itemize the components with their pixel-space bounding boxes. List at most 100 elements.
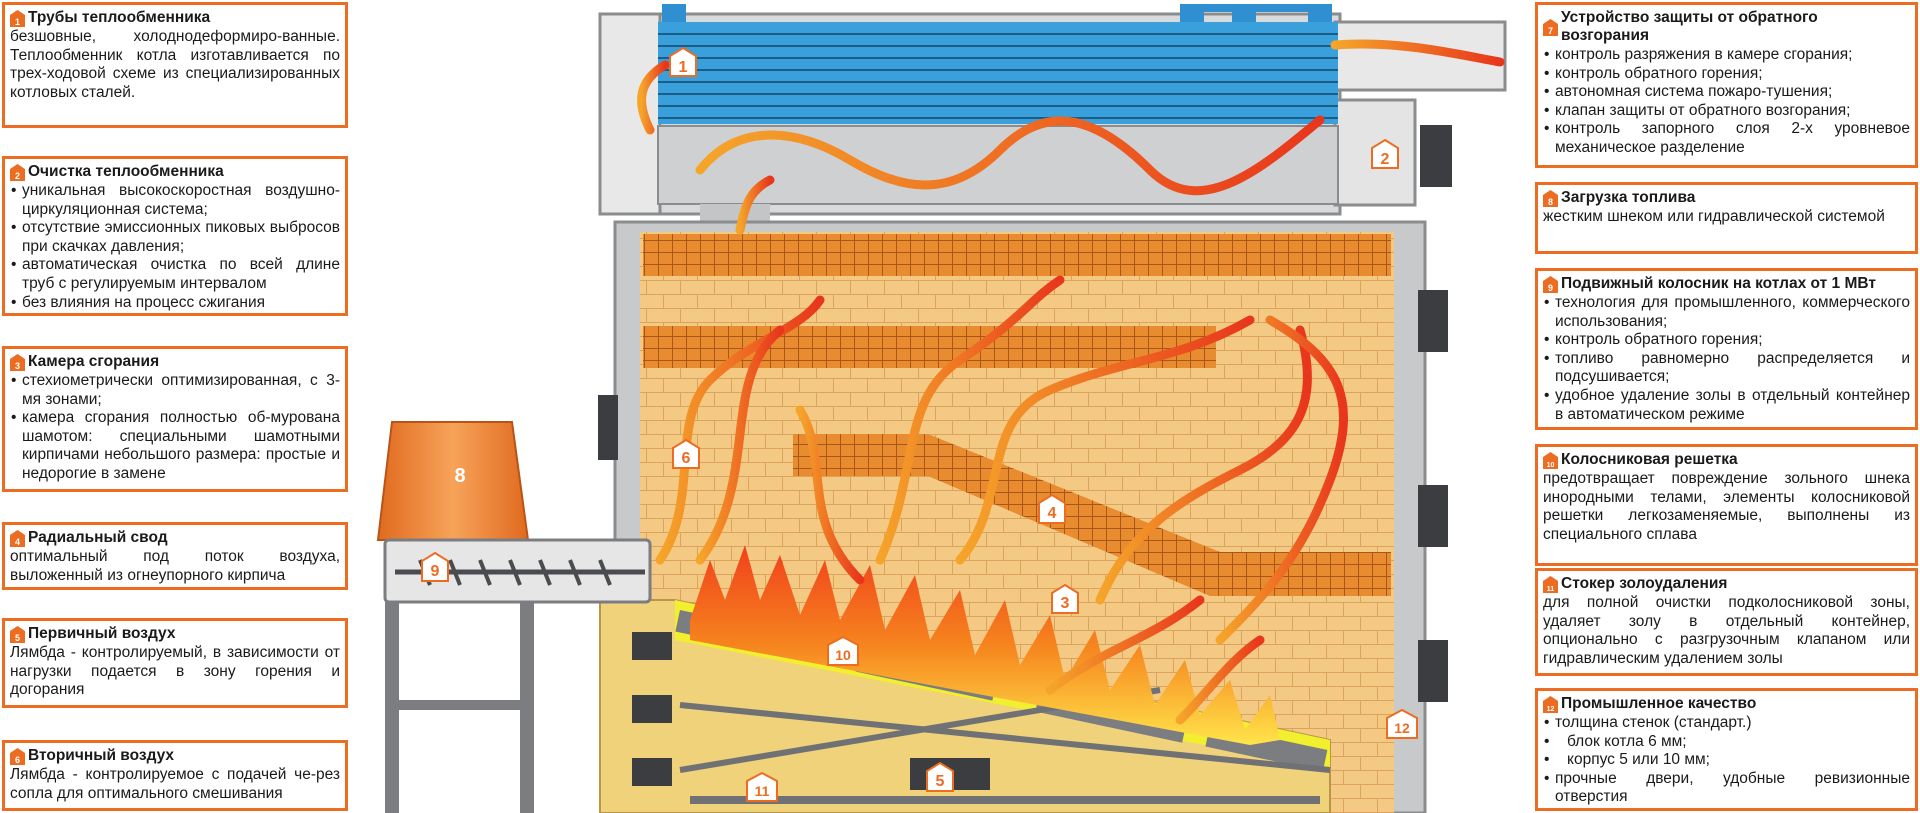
- list-item: уникальная высокоскоростная воздушно-цир…: [11, 182, 340, 219]
- info-box-text: предотвращает повреждение зольного шнека…: [1543, 470, 1910, 543]
- badge-number: 6: [15, 755, 20, 765]
- info-box-text: жестким шнеком или гидравлической систем…: [1543, 208, 1885, 225]
- list-item: контроль обратного горения;: [1544, 331, 1910, 350]
- list-item: толщина стенок (стандарт.): [1544, 714, 1910, 733]
- badge-number: 3: [15, 361, 20, 371]
- list-item: контроль запорного слоя 2-х уровневое ме…: [1544, 120, 1910, 157]
- badge-number: 11: [1547, 586, 1555, 593]
- list-subitem: корпус 5 или 10 мм;: [1544, 751, 1910, 770]
- badge-number: 4: [15, 537, 20, 547]
- info-box-text: Лямбда - контролируемый, в зависимости о…: [10, 644, 340, 699]
- list-item: камера сгорания полностью об-мурована ша…: [11, 409, 340, 483]
- callout-1: 1: [669, 46, 697, 77]
- svg-text:4: 4: [1048, 505, 1057, 522]
- list-item: топливо равномерно распределяется и подс…: [1544, 350, 1910, 387]
- list-item: без влияния на процесс сжигания: [11, 294, 340, 313]
- svg-text:6: 6: [682, 450, 691, 467]
- callout-3: 3: [1051, 583, 1079, 614]
- number-badge-icon: 9: [1543, 275, 1558, 293]
- number-badge-icon: 10: [1543, 451, 1558, 469]
- list-item: отсутствие эмиссионных пиковых выбросов …: [11, 219, 340, 256]
- callout-10: 10: [827, 635, 859, 666]
- list-item: клапан защиты от обратного возгорания;: [1544, 102, 1910, 121]
- badge-number: 9: [1548, 283, 1553, 293]
- heat-exchanger: [598, 4, 1507, 228]
- svg-text:1: 1: [679, 59, 688, 76]
- info-box-list: стехиометрически оптимизированная, с 3-м…: [10, 372, 340, 484]
- callout-2: 2: [1371, 138, 1399, 169]
- flames: [690, 545, 1280, 745]
- svg-text:11: 11: [755, 783, 770, 799]
- number-badge-icon: 2: [10, 163, 25, 181]
- callout-11: 11: [746, 771, 778, 802]
- list-subitem: блок котла 6 мм;: [1544, 733, 1910, 752]
- info-box-list: уникальная высокоскоростная воздушно-цир…: [10, 182, 340, 312]
- info-box-list: контроль разряжения в камере сгорания; к…: [1543, 46, 1910, 158]
- fuel-feeder: [376, 421, 652, 813]
- callout-12: 12: [1386, 708, 1418, 739]
- info-box-text: для полной очистки подколосниковой зоны,…: [1543, 594, 1910, 667]
- list-item: стехиометрически оптимизированная, с 3-м…: [11, 372, 340, 409]
- number-badge-icon: 8: [1543, 189, 1558, 207]
- badge-number: 5: [15, 633, 20, 643]
- info-box-text: оптимальный под поток воздуха, выложенны…: [10, 548, 340, 584]
- callout-9: 9: [421, 551, 449, 582]
- svg-text:10: 10: [835, 647, 851, 663]
- badge-number: 8: [1548, 197, 1553, 207]
- info-box-text: Лямбда - контролируемое с подачей че-рез…: [10, 766, 340, 802]
- number-badge-icon: 6: [10, 747, 25, 765]
- svg-text:3: 3: [1061, 595, 1070, 612]
- info-box-list: толщина стенок (стандарт.) блок котла 6 …: [1543, 714, 1910, 807]
- callout-8: 8: [454, 465, 465, 487]
- list-item: прочные двери, удобные ревизионные отвер…: [1544, 770, 1910, 807]
- number-badge-icon: 12: [1543, 695, 1558, 713]
- list-item: контроль обратного горения;: [1544, 65, 1910, 84]
- badge-number: 12: [1547, 706, 1555, 713]
- list-item: удобное удаление золы в отдельный контей…: [1544, 387, 1910, 424]
- svg-text:9: 9: [431, 563, 440, 580]
- badge-number: 1: [15, 17, 20, 27]
- callout-6: 6: [672, 438, 700, 469]
- callout-5: 5: [926, 761, 954, 792]
- list-item: автономная система пожаро-тушения;: [1544, 83, 1910, 102]
- svg-text:12: 12: [1394, 720, 1410, 736]
- list-item: автоматическая очистка по всей длине тру…: [11, 256, 340, 293]
- list-item: технология для промышленного, коммерческ…: [1544, 294, 1910, 331]
- badge-number: 2: [15, 171, 20, 181]
- number-badge-icon: 1: [10, 9, 25, 27]
- number-badge-icon: 3: [10, 353, 25, 371]
- svg-text:5: 5: [936, 773, 945, 790]
- info-box-text: безшовные, холоднодеформиро-ванные. Тепл…: [10, 28, 340, 101]
- badge-number: 10: [1547, 462, 1555, 469]
- number-badge-icon: 5: [10, 625, 25, 643]
- callout-4: 4: [1038, 493, 1066, 524]
- info-box-list: технология для промышленного, коммерческ…: [1543, 294, 1910, 424]
- list-item: контроль разряжения в камере сгорания;: [1544, 46, 1910, 65]
- number-badge-icon: 4: [10, 529, 25, 547]
- svg-text:2: 2: [1381, 151, 1390, 168]
